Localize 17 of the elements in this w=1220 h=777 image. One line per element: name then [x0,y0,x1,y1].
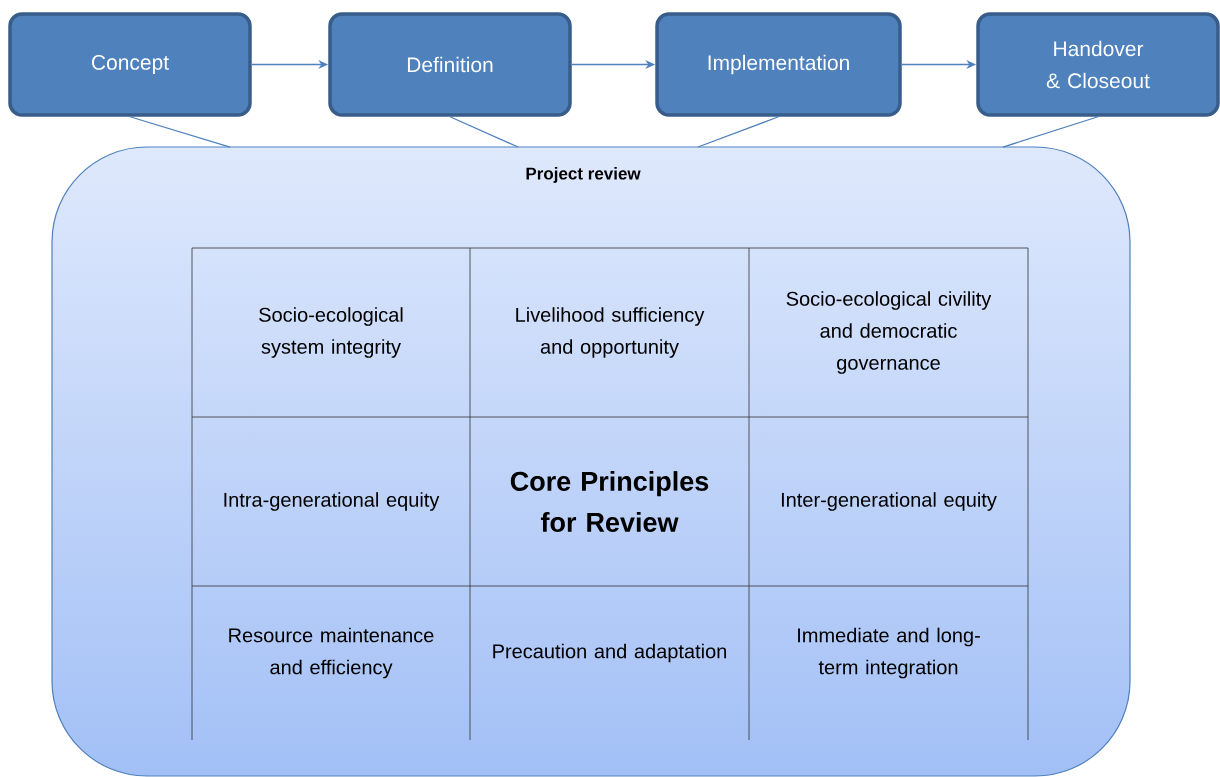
principle-cell: Resource maintenance and efficiency [229,627,434,679]
connector-line [697,116,780,148]
principle-cell: Precaution and adaptation [493,643,726,663]
stage-box: Handover & Closeout [976,12,1220,117]
principle-cell: Livelihood sufficiency and opportunity [516,307,705,358]
principle-cell: Intra-generational equity [224,492,440,511]
principle-cell: Immediate and long-term integration [798,627,980,679]
connector-line [129,116,231,148]
connector-line [1002,116,1099,148]
principle-cell: Socio-ecological civility and democratic governance [786,291,992,374]
principle-cell: Inter-generational equity [781,492,997,511]
stage-box: Concept [8,12,252,117]
principle-cell: Socio-ecological system integrity [259,307,403,358]
connector-line [449,116,519,148]
center-cell: Core Principles for Review [510,471,709,532]
stage-box: Definition [328,12,572,117]
stage-box: Implementation [655,12,902,117]
